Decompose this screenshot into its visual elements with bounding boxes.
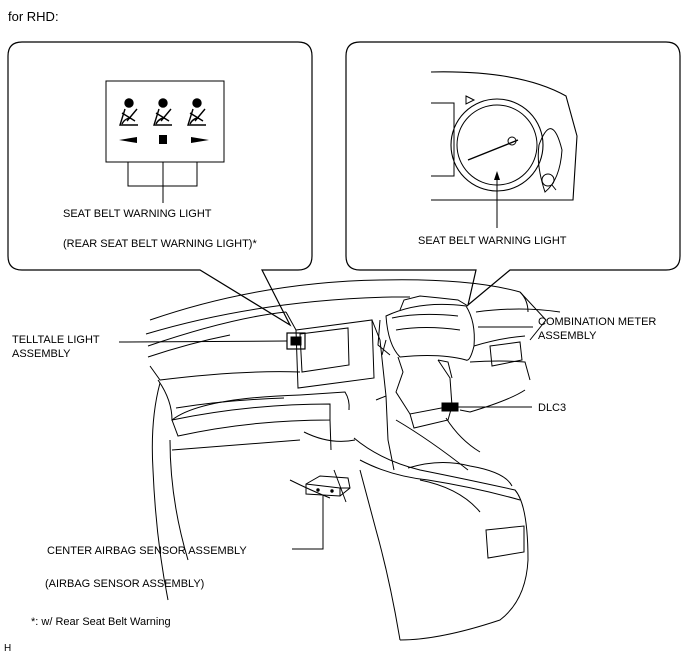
right-seat-marker: [191, 137, 209, 143]
footnote: *: w/ Rear Seat Belt Warning: [31, 616, 171, 628]
telltale-label-line2: ASSEMBLY: [12, 348, 71, 360]
left-seat-marker: [119, 137, 137, 143]
dashboard-outline: [145, 279, 561, 641]
airbag-leader: [292, 495, 324, 550]
seatbelt-icon-right: [187, 98, 206, 126]
combination-meter-label-line1: COMBINATION METER: [538, 316, 657, 328]
dlc3-label: DLC3: [538, 402, 567, 414]
telltale-panel: [105, 80, 225, 163]
combination-meter-label-line2: ASSEMBLY: [538, 330, 597, 342]
meter-housing: [430, 71, 578, 201]
left-callout-sublabel: (REAR SEAT BELT WARNING LIGHT)*: [63, 238, 257, 250]
telltale-label-line1: TELLTALE LIGHT: [12, 334, 100, 346]
corner-mark: H: [4, 643, 12, 654]
turn-arrow-icon: [465, 95, 476, 105]
right-callout-box: [345, 41, 681, 307]
center-airbag-label: CENTER AIRBAG SENSOR ASSEMBLY: [47, 545, 247, 557]
left-callout-box: [7, 41, 313, 327]
seatbelt-icon-center: [153, 98, 172, 126]
center-console: [353, 437, 529, 641]
right-callout-label: SEAT BELT WARNING LIGHT: [418, 235, 567, 247]
telltale-bracket: [127, 162, 198, 203]
telltale-leader: [118, 340, 288, 343]
dlc3-connector: [441, 402, 459, 412]
meter-hood: [385, 303, 475, 361]
center-airbag-sensor: [305, 475, 351, 497]
seatbelt-icon-left: [119, 98, 138, 126]
left-callout-label: SEAT BELT WARNING LIGHT: [63, 208, 212, 220]
airbag-sensor-label: (AIRBAG SENSOR ASSEMBLY): [45, 578, 205, 590]
header-note: for RHD:: [8, 9, 59, 24]
center-seat-marker: [159, 135, 167, 144]
